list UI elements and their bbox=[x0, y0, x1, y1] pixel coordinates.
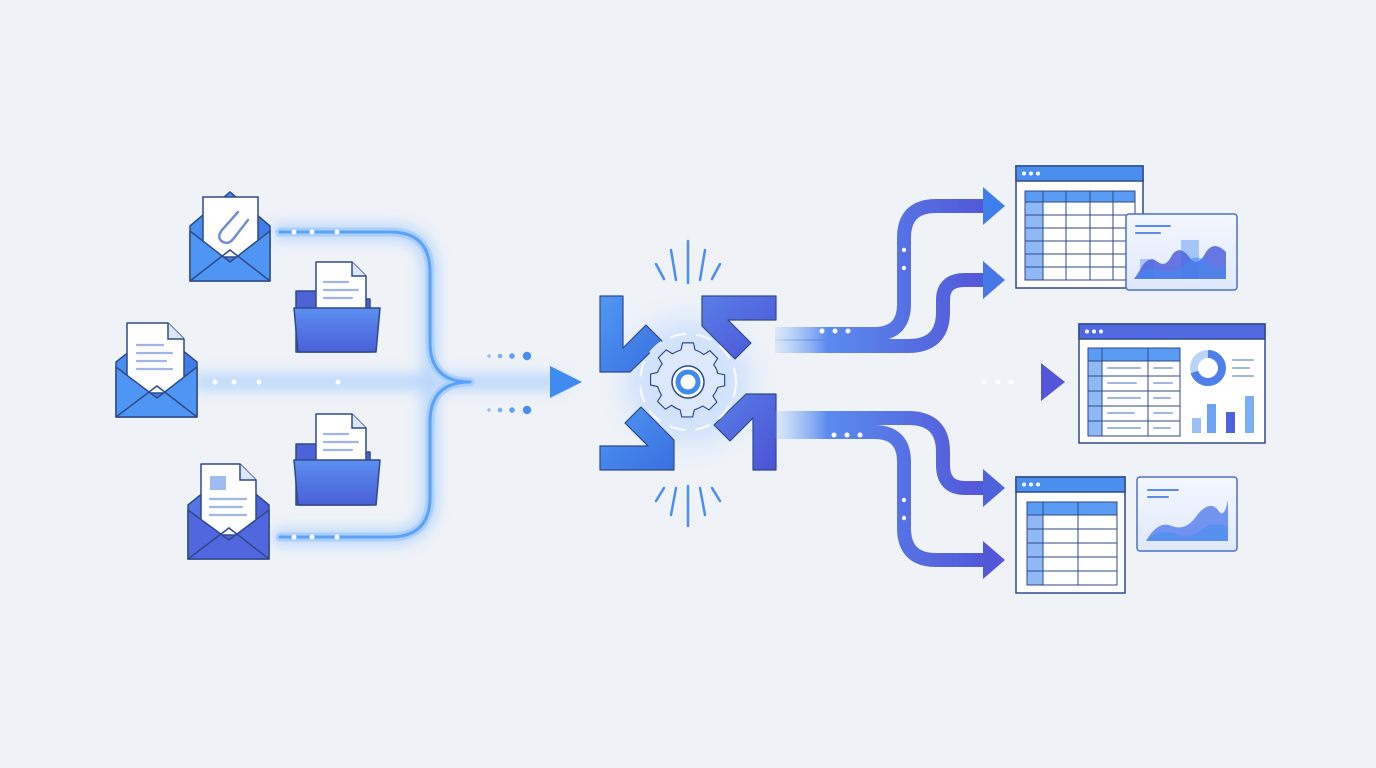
hub-rays bbox=[654, 239, 722, 528]
spreadsheet-window-icon-2 bbox=[1015, 476, 1126, 594]
envelope-document-icon bbox=[115, 322, 198, 418]
donut-chart-icon bbox=[1190, 350, 1254, 386]
area-chart-card-icon bbox=[1125, 213, 1238, 291]
converging-arrows-icon bbox=[599, 295, 777, 471]
envelope-image-document-icon bbox=[187, 463, 270, 560]
output-flow-dots bbox=[819, 247, 1014, 521]
gear-icon bbox=[649, 342, 726, 418]
flow-dots bbox=[487, 351, 532, 415]
folder-document-icon-2 bbox=[293, 413, 381, 506]
output-arrow-heads bbox=[983, 187, 1065, 579]
envelope-paperclip-icon bbox=[189, 191, 271, 282]
spreadsheet-window-icon bbox=[1015, 165, 1144, 289]
folder-document-icon bbox=[293, 261, 381, 353]
output-flow-lines bbox=[775, 199, 1045, 567]
input-arrow-head bbox=[550, 366, 582, 398]
bar-chart-icon bbox=[1192, 396, 1254, 433]
wave-chart-card-icon bbox=[1136, 476, 1238, 552]
input-flow-lines bbox=[192, 224, 582, 545]
processing-hub bbox=[593, 239, 783, 528]
dashboard-window-icon bbox=[1078, 323, 1266, 444]
